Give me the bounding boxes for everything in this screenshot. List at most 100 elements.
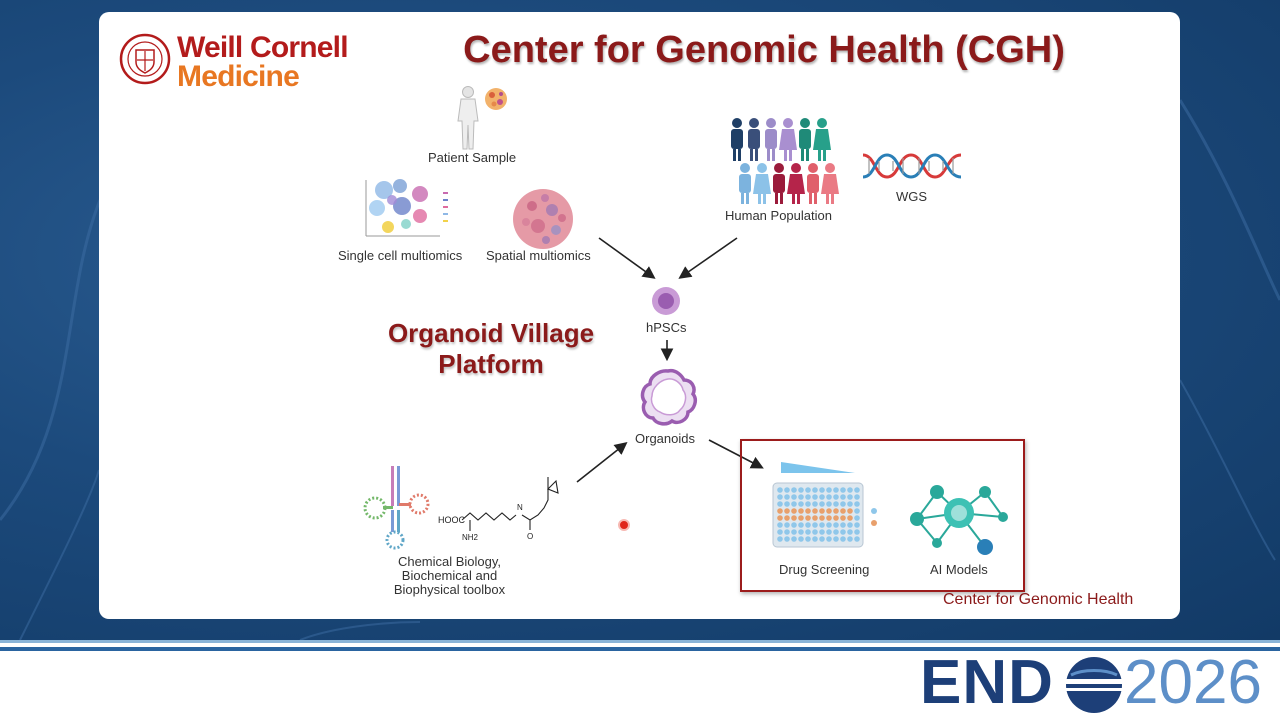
plate-well xyxy=(791,487,797,493)
plate-well xyxy=(812,501,818,507)
plate-well xyxy=(819,501,825,507)
plate-well xyxy=(805,501,811,507)
plate-well xyxy=(847,501,853,507)
stripe-dark xyxy=(0,647,1280,651)
laser-pointer xyxy=(618,519,630,531)
plate-well xyxy=(798,522,804,528)
stem-cell-icon xyxy=(652,287,680,315)
plate-well xyxy=(826,529,832,535)
plate-well xyxy=(826,515,832,521)
plate-well xyxy=(798,494,804,500)
plate-well xyxy=(791,508,797,514)
plate-well xyxy=(812,494,818,500)
spatial-tissue-icon xyxy=(513,189,573,249)
plate-well xyxy=(840,487,846,493)
plate-well xyxy=(791,494,797,500)
plate-well xyxy=(833,494,839,500)
chem-bio-line-3: Biophysical toolbox xyxy=(393,582,506,597)
plate-well xyxy=(819,508,825,514)
plate-well xyxy=(854,529,860,535)
trna-structure-icon xyxy=(363,466,430,550)
stripe-light xyxy=(0,640,1280,643)
plate-well xyxy=(777,536,783,542)
plate-well xyxy=(805,536,811,542)
plate-well xyxy=(826,501,832,507)
plate-well xyxy=(812,522,818,528)
weill-cornell-logo: Weill Cornell Medicine xyxy=(119,31,379,95)
logo-line-1: Weill Cornell xyxy=(177,31,349,64)
plate-well xyxy=(819,536,825,542)
plate-well xyxy=(847,536,853,542)
plate-well xyxy=(784,508,790,514)
arrows-to-hpscs xyxy=(598,237,738,279)
plate-well xyxy=(840,494,846,500)
plate-well xyxy=(784,536,790,542)
plate-well xyxy=(777,522,783,528)
o-text: O xyxy=(527,532,533,541)
plate-well xyxy=(819,487,825,493)
plate-well xyxy=(798,515,804,521)
chem-bio-line-1: Chemical Biology, xyxy=(397,554,502,569)
human-population-label: Human Population xyxy=(725,208,832,223)
plate-well xyxy=(784,529,790,535)
logo-line-2: Medicine xyxy=(177,60,300,93)
plate-well xyxy=(847,487,853,493)
wgs-label: WGS xyxy=(896,189,928,204)
plate-well xyxy=(777,508,783,514)
plate-well xyxy=(812,529,818,535)
plate-well xyxy=(826,522,832,528)
cornell-seal-icon xyxy=(119,33,171,85)
plate-well xyxy=(805,529,811,535)
plate-well xyxy=(833,522,839,528)
plate-well xyxy=(826,536,832,542)
plate-well xyxy=(812,487,818,493)
subtitle-line-1: Organoid Village xyxy=(387,318,595,348)
globe-icon xyxy=(1066,657,1122,713)
plate-well xyxy=(805,487,811,493)
dna-helix-icon xyxy=(862,153,962,179)
organoids-label: Organoids xyxy=(635,431,695,446)
human-population-icon xyxy=(731,118,839,204)
plate-well xyxy=(847,522,853,528)
plate-well xyxy=(798,508,804,514)
plate-well xyxy=(826,494,832,500)
plate-well xyxy=(798,529,804,535)
plate-well xyxy=(847,508,853,514)
plate-well xyxy=(840,508,846,514)
plate-well xyxy=(805,494,811,500)
plate-well xyxy=(826,487,832,493)
plate-well xyxy=(847,515,853,521)
plate-well xyxy=(777,529,783,535)
plate-well xyxy=(854,487,860,493)
cooh-text: HOOC xyxy=(438,515,466,525)
organoid-icon xyxy=(640,368,697,426)
patient-sample-label: Patient Sample xyxy=(428,150,517,165)
subtitle-line-2: Platform xyxy=(438,349,544,379)
plate-well xyxy=(784,487,790,493)
endo-logo-text: END xyxy=(920,648,1054,717)
plate-well xyxy=(777,494,783,500)
nh2-text: NH2 xyxy=(462,533,479,542)
plate-well xyxy=(784,515,790,521)
plate-well xyxy=(777,487,783,493)
spatial-label: Spatial multiomics xyxy=(486,248,591,263)
plate-well xyxy=(826,508,832,514)
plate-well xyxy=(812,515,818,521)
chemical-structure-icon: HOOC NH2 N O xyxy=(438,477,559,542)
drug-screening-label: Drug Screening xyxy=(779,562,870,577)
plate-well xyxy=(840,536,846,542)
patient-figure-icon xyxy=(457,86,507,150)
plate-well xyxy=(784,522,790,528)
background-decoration xyxy=(0,99,1280,640)
plate-well xyxy=(854,494,860,500)
plate-well xyxy=(854,515,860,521)
umap-plot-icon xyxy=(365,179,448,237)
slide-title: Center for Genomic Health (CGH) xyxy=(463,29,1065,71)
plate-well xyxy=(854,536,860,542)
plate-well xyxy=(784,501,790,507)
plate-well xyxy=(812,536,818,542)
plate-well xyxy=(777,501,783,507)
ai-network-icon xyxy=(910,485,1008,555)
n-text: N xyxy=(517,503,523,512)
plate-well xyxy=(798,501,804,507)
